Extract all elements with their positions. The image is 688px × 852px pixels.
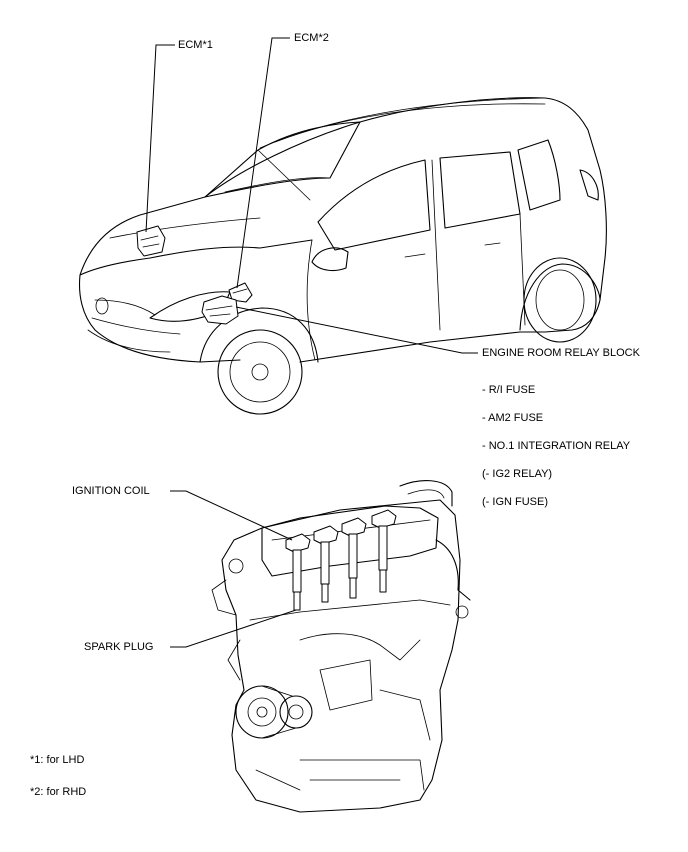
ecm1-label: ECM*1 bbox=[178, 39, 213, 51]
engine-room-relay-block-label: ENGINE ROOM RELAY BLOCK bbox=[482, 347, 640, 359]
am2-fuse-label: - AM2 FUSE bbox=[482, 412, 544, 424]
spark-plug-label: SPARK PLUG bbox=[84, 641, 154, 653]
no1-integration-relay-label: - NO.1 INTEGRATION RELAY bbox=[482, 440, 631, 452]
ign-fuse-label: (- IGN FUSE) bbox=[482, 496, 548, 508]
leader-lines bbox=[145, 37, 478, 648]
footnote-lhd: *1: for LHD bbox=[30, 754, 85, 766]
ignition-coils bbox=[285, 509, 397, 611]
ignition-coil-label: IGNITION COIL bbox=[72, 485, 150, 497]
engine-illustration bbox=[211, 480, 471, 813]
ri-fuse-label: - R/I FUSE bbox=[482, 384, 536, 396]
footnote-rhd: *2: for RHD bbox=[30, 786, 87, 798]
car-illustration bbox=[78, 97, 607, 415]
ig2-relay-label: (- IG2 RELAY) bbox=[482, 468, 553, 480]
ecm2-label: ECM*2 bbox=[294, 32, 329, 44]
